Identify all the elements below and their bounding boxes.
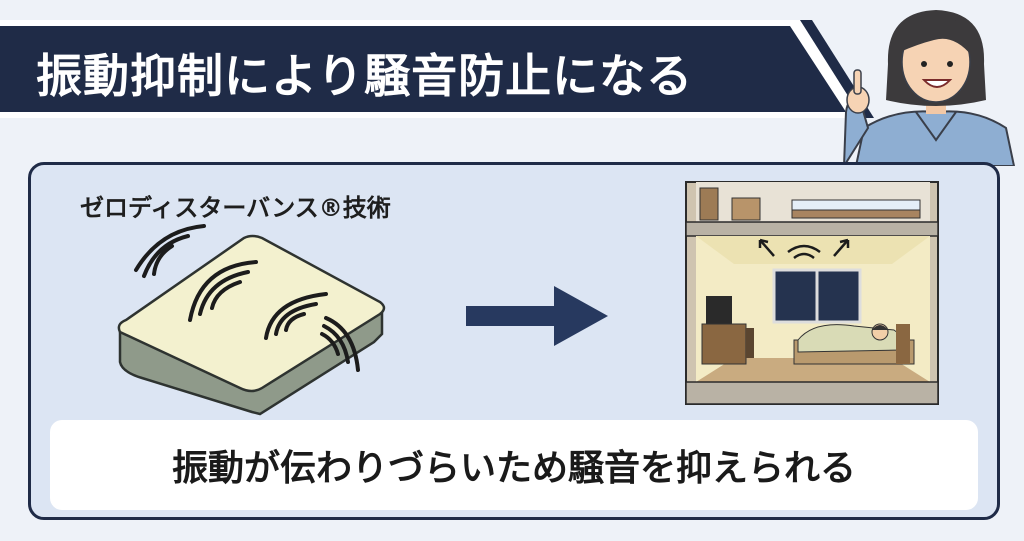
title-banner: 振動抑制により騒音防止になる — [0, 14, 880, 124]
caption-text: 振動が伝わりづらいため騒音を抑えられる — [171, 448, 856, 489]
presenter-illustration — [842, 10, 1016, 166]
banner-shape — [0, 20, 874, 118]
mattress-illustration — [117, 224, 386, 416]
apartment-room-illustration — [685, 181, 939, 405]
vibration-waves — [134, 224, 360, 372]
caption-box: 振動が伝わりづらいため騒音を抑えられる — [50, 420, 978, 510]
right-arrow-icon — [466, 286, 608, 346]
sound-rising-icon — [758, 238, 850, 260]
technology-label: ゼロディスターバンス®技術 — [80, 194, 391, 222]
banner-title: 振動抑制により騒音防止になる — [36, 49, 694, 103]
